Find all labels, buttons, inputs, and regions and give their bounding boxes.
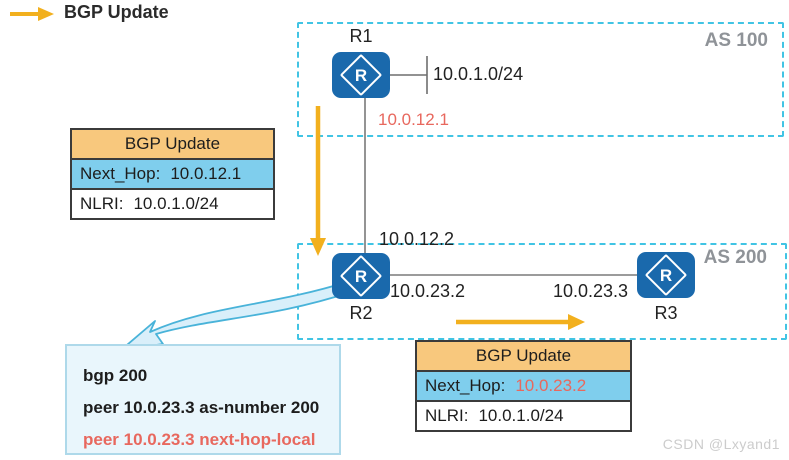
- bgp-update-table-left-title: BGP Update: [72, 130, 273, 160]
- config-line-peer-as: peer 10.0.23.3 as-number 200: [83, 398, 320, 417]
- as200-boundary-box: AS 200: [297, 243, 787, 340]
- router-letter: R: [354, 65, 368, 85]
- r2-upper-interface-label: 10.0.12.2: [379, 229, 455, 249]
- router-r1-icon[interactable]: R: [332, 52, 390, 98]
- bgp-update-table-right: BGP Update Next_Hop: 10.0.23.2 NLRI: 10.0.…: [415, 340, 632, 432]
- bgp-update-table-right-title: BGP Update: [417, 342, 630, 372]
- config-line-next-hop-local: peer 10.0.23.3 next-hop-local: [83, 430, 316, 449]
- nlri-row: NLRI: 10.0.1.0/24: [72, 190, 273, 218]
- next-hop-label: Next_Hop:: [425, 376, 506, 395]
- next-hop-value-highlighted: 10.0.23.2: [515, 376, 587, 395]
- nlri-value: 10.0.1.0/24: [133, 194, 219, 213]
- as100-label: AS 100: [704, 30, 768, 51]
- router-r3-name: R3: [654, 303, 678, 323]
- router-r3-icon[interactable]: R: [637, 252, 695, 298]
- r2-config-box: bgp 200 peer 10.0.23.3 as-number 200 pee…: [65, 344, 341, 455]
- as100-boundary-box: AS 100: [297, 22, 784, 137]
- router-r2-icon[interactable]: R: [332, 253, 390, 299]
- r2-right-interface-label: 10.0.23.2: [390, 281, 466, 301]
- bgp-update-table-left: BGP Update Next_Hop: 10.0.12.1 NLRI: 10.0.…: [70, 128, 275, 220]
- router-r1-name: R1: [349, 26, 373, 46]
- next-hop-label: Next_Hop:: [80, 164, 161, 183]
- r3-interface-label: 10.0.23.3: [553, 281, 629, 301]
- next-hop-value: 10.0.12.1: [170, 164, 242, 183]
- config-line-bgp: bgp 200: [83, 366, 148, 385]
- flow-arrowhead-down-icon: [310, 238, 326, 256]
- as200-label: AS 200: [703, 247, 767, 268]
- watermark: CSDN @Lxyand1: [662, 436, 780, 452]
- r1-interface-label: 10.0.12.1: [378, 110, 449, 129]
- callout-curved-arrow-icon: [120, 281, 352, 351]
- next-hop-row: Next_Hop: 10.0.12.1: [72, 160, 273, 190]
- legend-arrowhead-icon: [38, 7, 54, 21]
- router-letter: R: [659, 265, 673, 285]
- nlri-label: NLRI:: [425, 406, 469, 425]
- nlri-row: NLRI: 10.0.1.0/24: [417, 402, 630, 430]
- legend-bgp-update-label: BGP Update: [64, 2, 169, 22]
- lan-network-label: 10.0.1.0/24: [433, 64, 524, 84]
- router-r2-name: R2: [349, 303, 373, 323]
- next-hop-row: Next_Hop: 10.0.23.2: [417, 372, 630, 402]
- nlri-value: 10.0.1.0/24: [478, 406, 564, 425]
- nlri-label: NLRI:: [80, 194, 124, 213]
- flow-arrowhead-right-icon: [568, 314, 585, 330]
- router-letter: R: [354, 266, 368, 286]
